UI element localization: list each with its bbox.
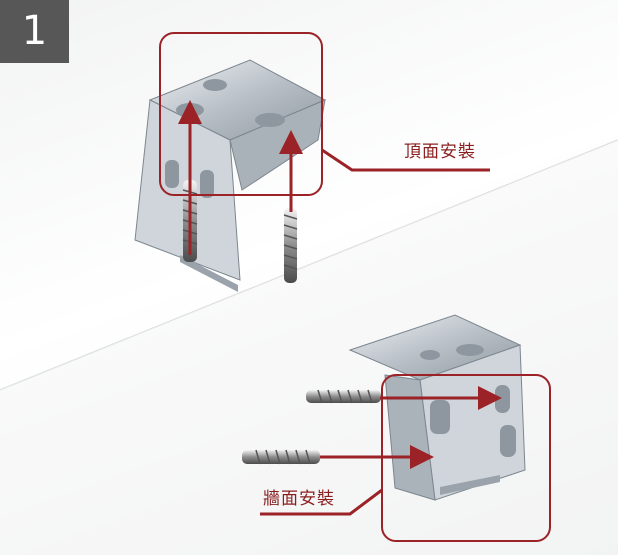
- wall-bracket: [348, 314, 526, 501]
- screw-icon: [242, 449, 320, 465]
- wall-highlight-box: [381, 374, 551, 542]
- ceiling-leader-line: [321, 148, 490, 172]
- screw-icon: [283, 208, 298, 283]
- screw-icon: [306, 389, 381, 404]
- ceiling-highlight-box: [159, 32, 323, 196]
- wall-mount-label: 牆面安裝: [263, 489, 335, 509]
- step-number-badge: 1: [0, 0, 69, 63]
- ceiling-mount-label: 頂面安裝: [404, 142, 476, 162]
- wall-leader-line: [260, 488, 383, 516]
